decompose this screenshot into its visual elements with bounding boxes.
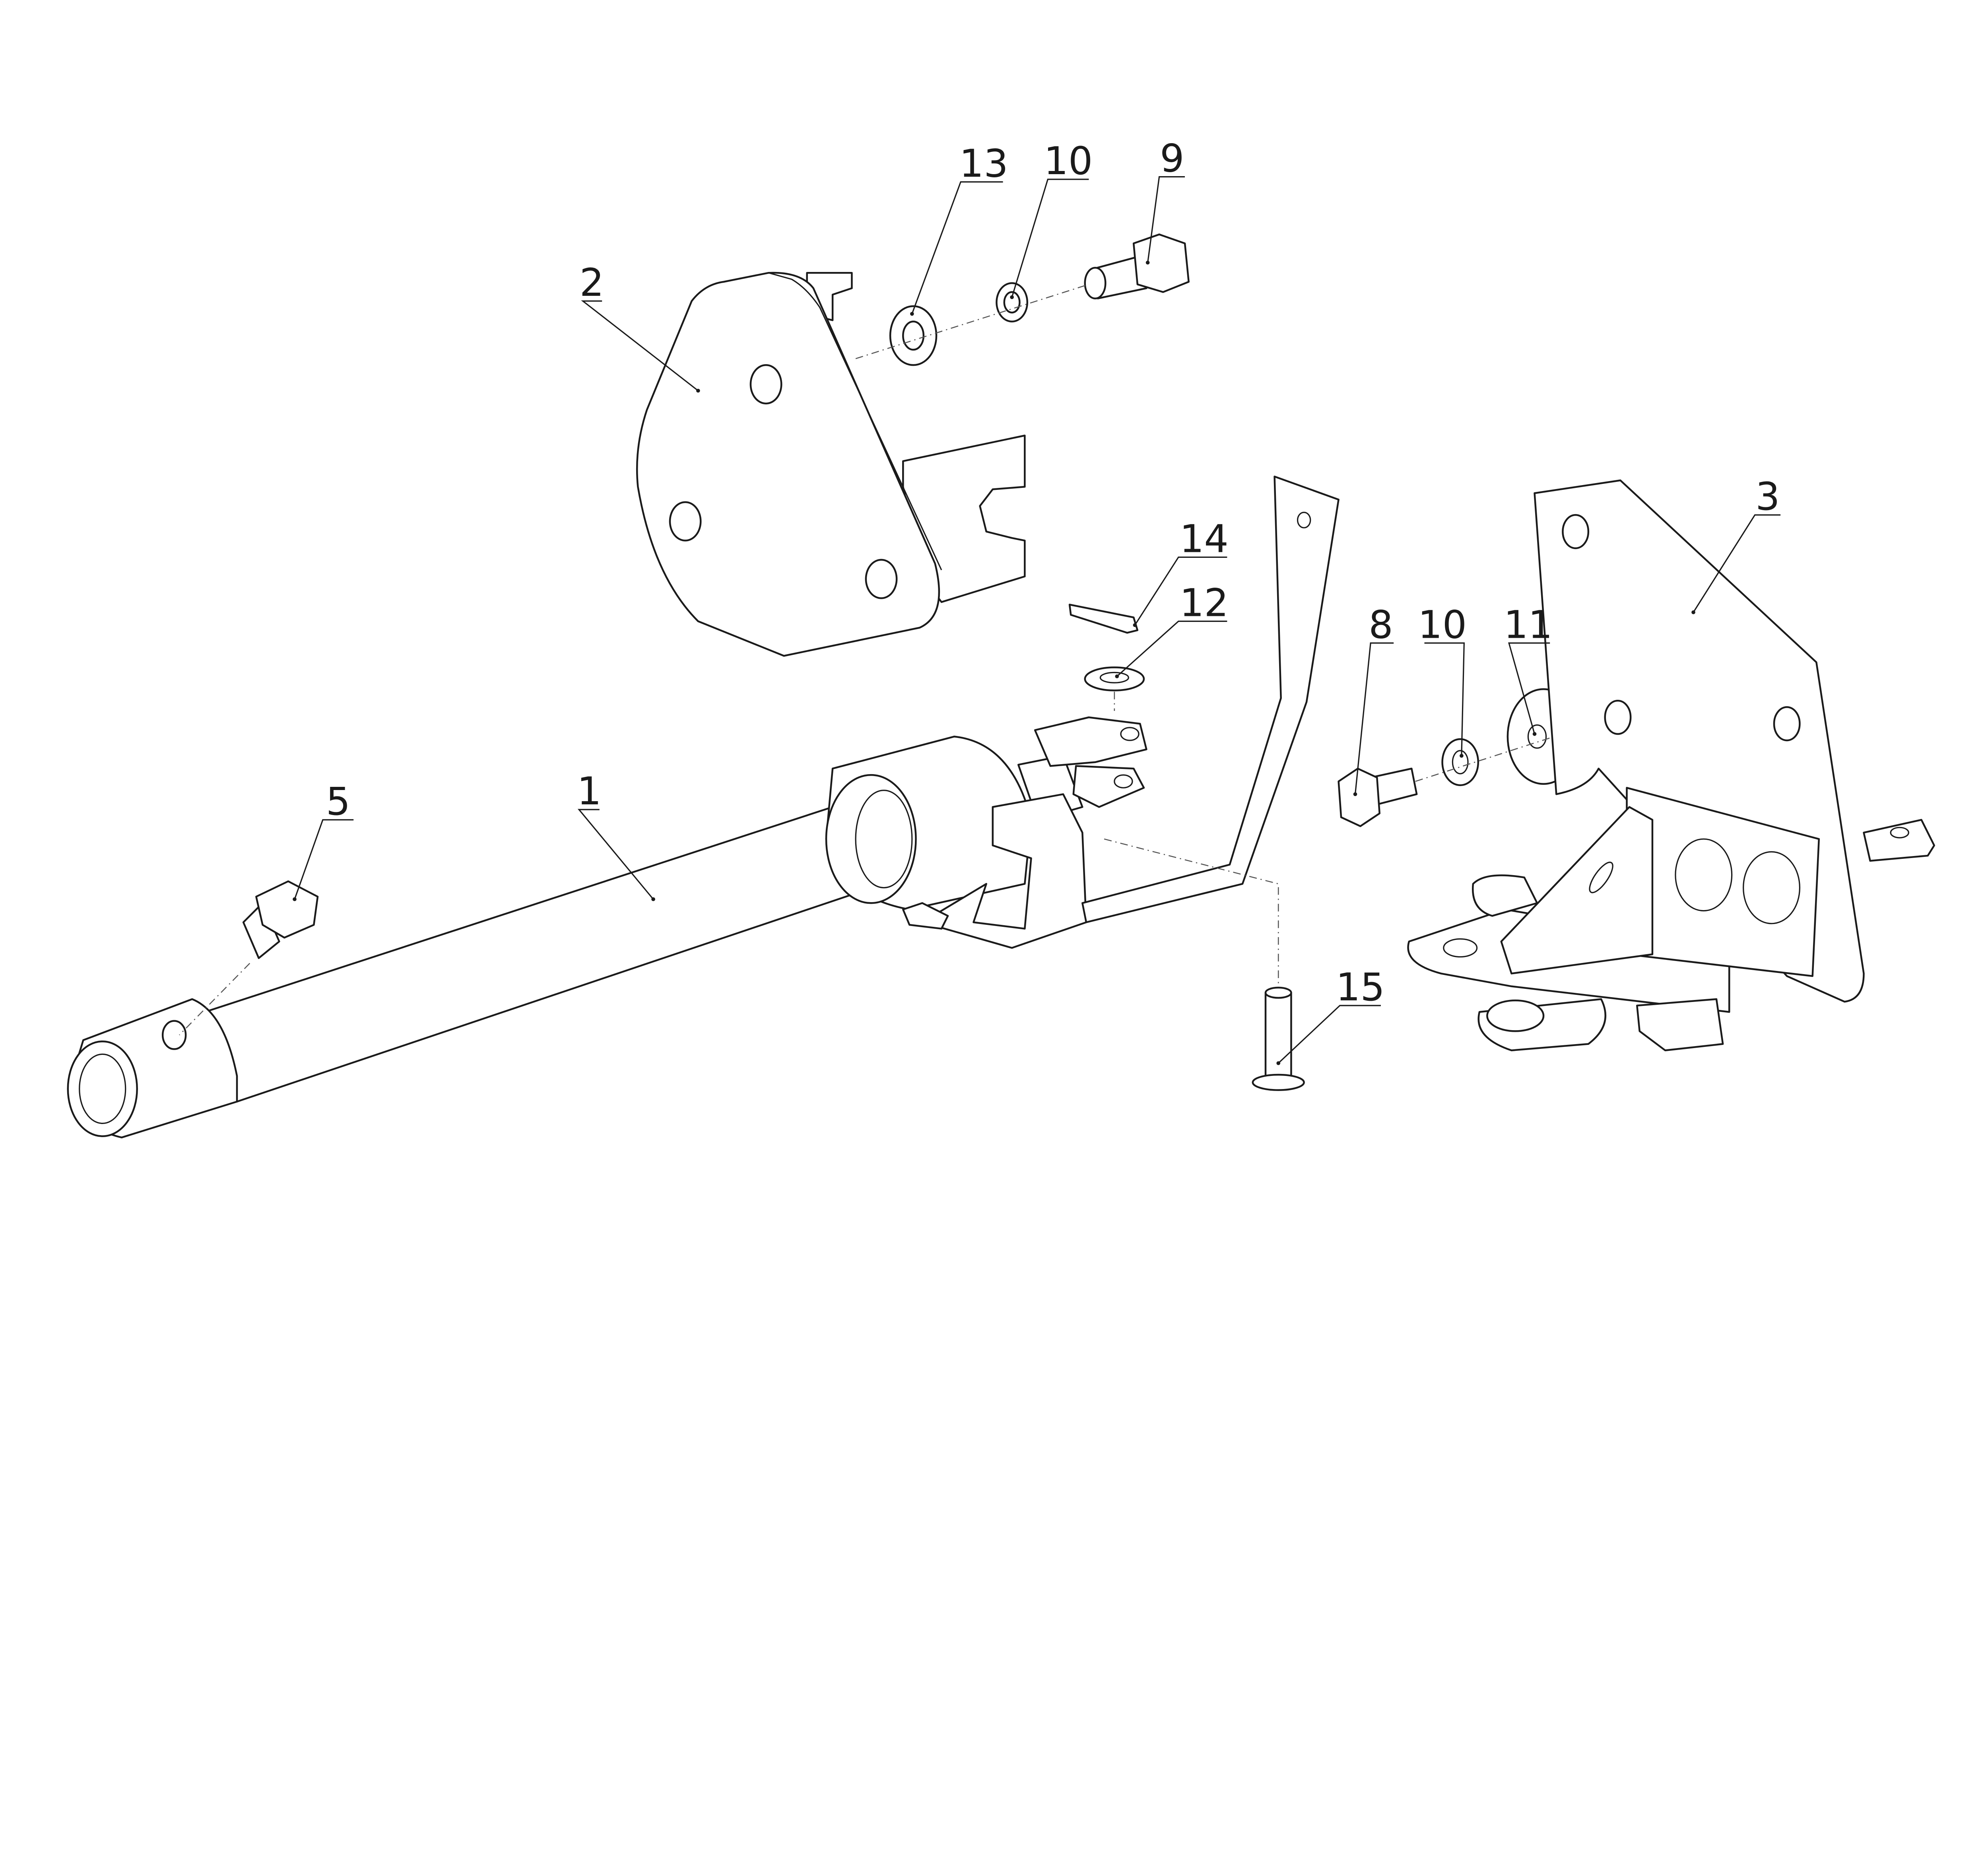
callout-11: 11 [1504,602,1553,736]
callout-3: 3 [1691,474,1781,614]
axis-line-grease [179,963,250,1035]
part-2-mounting-plate [636,272,1026,657]
callout-2: 2 [580,260,700,393]
label-3: 3 [1755,474,1780,519]
part-8-hex-bolt [1338,767,1418,827]
part-5-grease-fitting [242,880,319,959]
callout-14: 14 [1133,516,1229,627]
callout-15: 15 [1276,965,1385,1065]
part-12-washer [1084,666,1145,691]
lever-arm [1081,476,1340,923]
label-10-top: 10 [1044,138,1093,183]
part-14-cotter-pin [1068,604,1139,634]
label-2: 2 [580,260,604,305]
label-12: 12 [1180,581,1229,625]
label-11: 11 [1504,602,1553,647]
callout-9: 9 [1145,136,1185,265]
label-14: 14 [1180,516,1229,561]
callout-12: 12 [1115,581,1229,678]
label-10-right: 10 [1418,602,1467,647]
callout-10-top: 10 [1010,138,1093,299]
label-15: 15 [1336,965,1385,1010]
callout-1: 1 [577,769,655,901]
part-9-hex-bolt [1084,233,1190,299]
callout-10-right: 10 [1418,602,1467,758]
label-13: 13 [959,141,1008,186]
axis-line-clevis [1104,691,1279,986]
part-15-clevis-pin [1252,986,1305,1091]
label-5: 5 [326,779,350,824]
part-1-shaft [67,716,1147,1139]
part-3-right-bracket [1407,479,1935,1052]
callout-5: 5 [293,779,354,901]
callout-13: 13 [910,141,1008,316]
exploded-assembly-diagram: 13 10 9 2 14 12 3 8 10 11 5 1 [67,136,1935,1139]
part-13-flat-washer [889,305,938,366]
axis-line-top [855,283,1089,359]
callout-8: 8 [1353,602,1394,796]
label-9: 9 [1160,136,1184,181]
part-10-spring-washer-right [1441,738,1479,786]
label-8: 8 [1369,602,1393,647]
part-10-spring-washer-top [996,282,1029,322]
label-1: 1 [577,769,601,813]
